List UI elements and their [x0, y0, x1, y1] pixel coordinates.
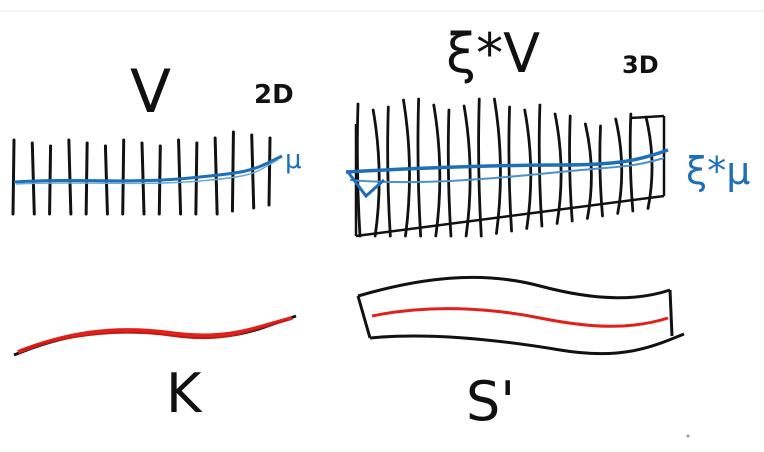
v-fiber-tick: [121, 138, 126, 216]
band-left-edge: [356, 295, 372, 339]
xi-mu-label: ξ*μ: [686, 149, 750, 193]
v-fiber-tick: [11, 138, 16, 216]
xi-v-title: ξ*V: [446, 22, 540, 85]
xi-v-fiber-tick: [583, 122, 593, 220]
v-fiber-tick: [84, 141, 89, 216]
xi-v-fiber-tick: [598, 124, 604, 218]
v-fiber-tick: [177, 138, 183, 216]
xi-v-fiber-tick: [628, 112, 635, 213]
xi-v-fiber-tick: [371, 108, 381, 238]
v-fiber-tick: [267, 136, 272, 207]
k-curve-red-inner: [21, 319, 289, 351]
xi-v-fiber-tick: [432, 103, 442, 238]
s-prime-curve-red: [371, 307, 669, 328]
xi-v-fiber-tick: [568, 114, 574, 223]
mu-curve: [13, 154, 283, 184]
xi-v-dim-label: 3D: [622, 51, 659, 79]
k-curve-red: [17, 316, 293, 354]
xi-v-fiber-tick: [507, 105, 513, 233]
panel-s-prime: S': [356, 275, 685, 433]
xi-mu-curve-lower: [349, 157, 665, 184]
k-curve-black: [13, 314, 297, 357]
stray-dot: [686, 434, 690, 438]
s-prime-label: S': [466, 370, 515, 433]
xi-mu-curve: [345, 148, 669, 174]
panel-k: K: [13, 314, 297, 425]
xi-v-fiber-tick: [462, 104, 472, 238]
v-fiber-tick: [30, 141, 36, 216]
xi-v-fiber-tick: [644, 115, 654, 210]
mu-curve-shadow: [15, 159, 279, 185]
v-dim-label: 2D: [254, 80, 294, 110]
xi-v-fiber-tick: [553, 112, 563, 225]
k-label: K: [166, 362, 203, 425]
panel-v-2d: V 2D μ: [11, 57, 302, 216]
band-top-edge: [357, 275, 671, 300]
v-fiber-tick: [140, 141, 146, 216]
band-bottom-edge: [369, 332, 685, 356]
v-title: V: [130, 57, 171, 127]
xi-mu-curve-hook: [346, 171, 385, 199]
v-fiber-tick: [67, 138, 73, 216]
v-fiber-tick: [250, 133, 256, 210]
band-right-edge: [668, 289, 674, 337]
panel-xi-v-3d: ξ*V 3D ξ*μ: [345, 22, 750, 238]
xi-v-fiber-tick: [523, 108, 533, 230]
mu-label: μ: [285, 145, 302, 175]
xi-v-fiber-tick: [446, 108, 453, 238]
v-fiber-tick: [230, 130, 235, 213]
